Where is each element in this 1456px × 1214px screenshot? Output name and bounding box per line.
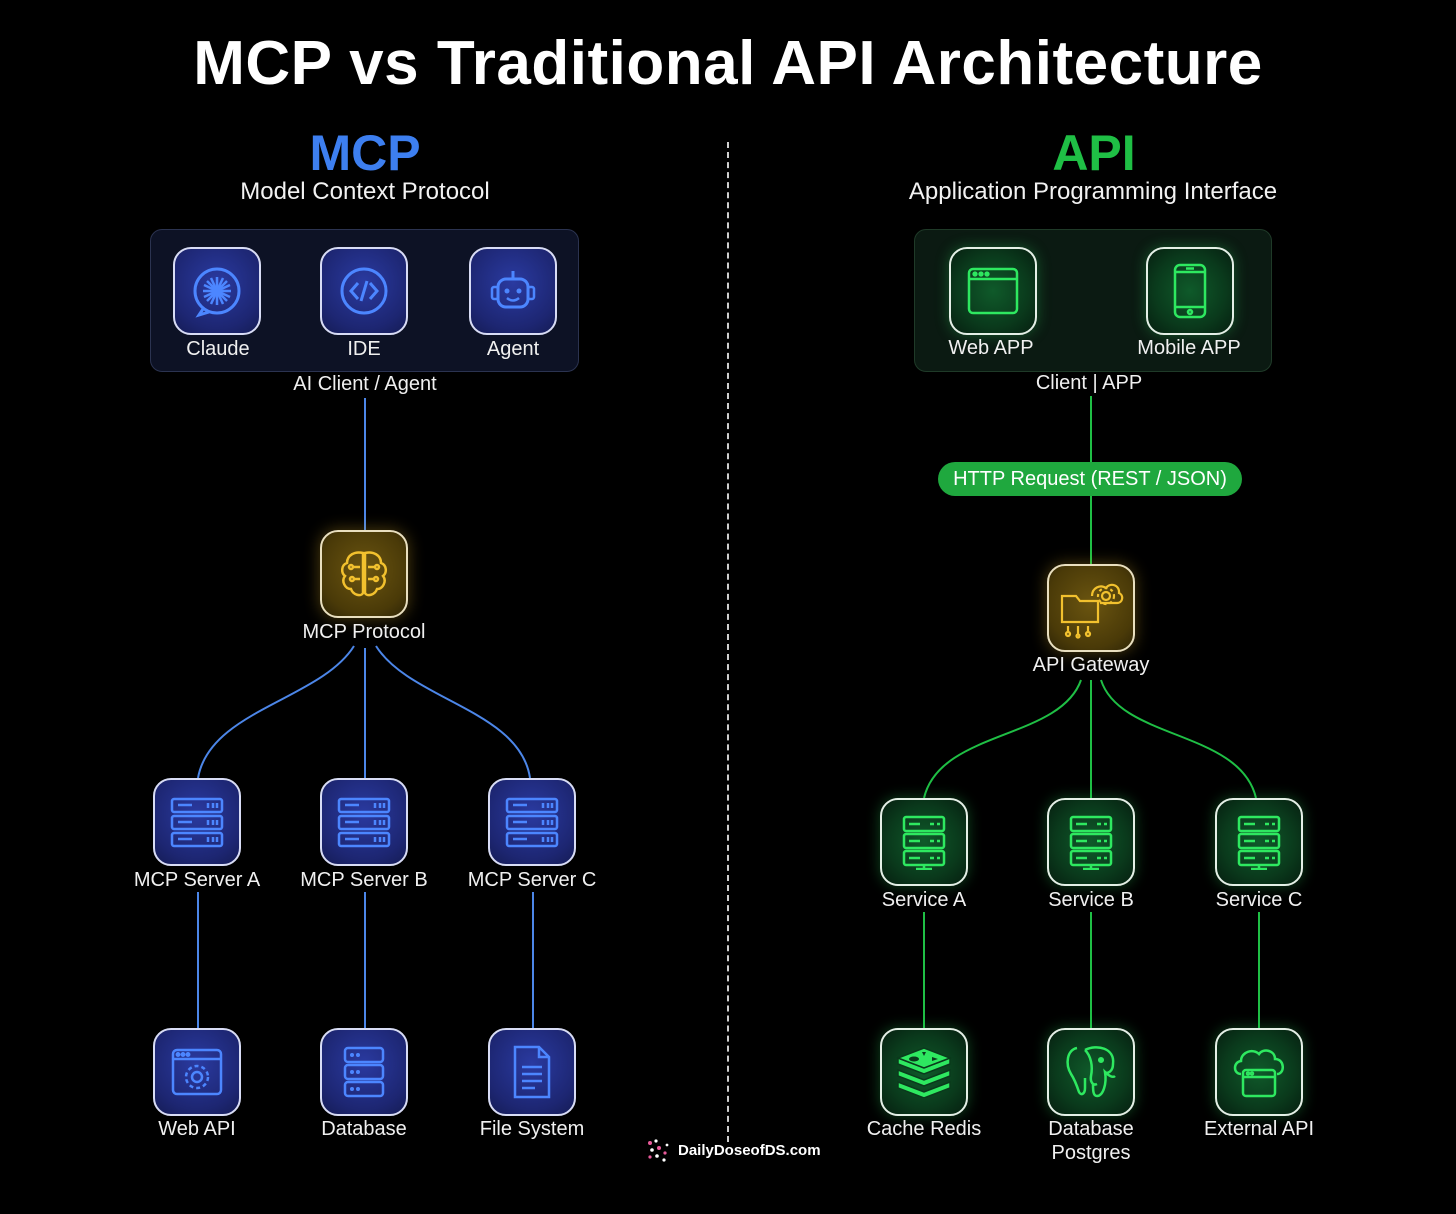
mcp-protocol-node <box>320 530 408 618</box>
browser-gear-icon <box>171 1048 223 1096</box>
mobile-app-label: Mobile APP <box>1137 337 1241 359</box>
server-icon <box>1069 815 1113 870</box>
mcp-server-c-label: MCP Server C <box>467 869 597 891</box>
page-title: MCP vs Traditional API Architecture <box>193 29 1263 98</box>
folder-cloud-gear-icon <box>1060 583 1124 639</box>
claude-starburst-icon <box>193 267 241 318</box>
web-api-label: Web API <box>158 1118 236 1140</box>
database-postgres-label: Database Postgres <box>1001 1117 1181 1165</box>
service-a-label: Service A <box>881 889 967 911</box>
ide-node <box>320 247 408 335</box>
mcp-protocol-to-server-a-line <box>197 645 355 779</box>
mcp-protocol-label: MCP Protocol <box>302 621 426 643</box>
mcp-client-group-label: AI Client / Agent <box>293 373 437 395</box>
api-heading: API <box>1052 125 1136 181</box>
server-icon <box>337 797 391 848</box>
mobile-phone-icon <box>1173 263 1207 319</box>
api-gateway-node <box>1047 564 1135 652</box>
mcp-heading: MCP <box>309 125 421 181</box>
server-icon <box>902 815 946 870</box>
database-postgres-label-line1: Database <box>1048 1118 1134 1140</box>
mcp-subheading: Model Context Protocol <box>240 178 490 205</box>
document-icon <box>513 1045 551 1099</box>
mcp-server-b-node <box>320 778 408 866</box>
brand-watermark: DailyDoseofDS.com <box>646 1136 846 1164</box>
api-gateway-label: API Gateway <box>1032 654 1150 676</box>
brand-text: DailyDoseofDS.com <box>678 1141 821 1159</box>
cloud-window-icon <box>1233 1049 1284 1098</box>
database-postgres-node <box>1047 1028 1135 1116</box>
mcp-server-a-node <box>153 778 241 866</box>
database-icon <box>343 1046 385 1098</box>
web-app-label: Web APP <box>948 337 1034 359</box>
service-c-node <box>1215 798 1303 886</box>
server-icon <box>1237 815 1281 870</box>
mcp-server-c-node <box>488 778 576 866</box>
web-app-node <box>949 247 1037 335</box>
api-subheading: Application Programming Interface <box>908 178 1278 205</box>
api-gateway-to-service-a-line <box>923 679 1082 799</box>
cache-redis-label: Cache Redis <box>866 1118 982 1140</box>
postgres-elephant-icon <box>1066 1046 1116 1098</box>
code-icon <box>340 267 388 315</box>
brand-logo-icon <box>648 1139 669 1162</box>
external-api-label: External API <box>1203 1118 1315 1140</box>
api-client-group-label: Client | APP <box>1035 372 1143 394</box>
api-connectors <box>923 396 1260 1028</box>
brain-circuit-icon <box>341 551 387 597</box>
cache-redis-node <box>880 1028 968 1116</box>
file-system-node <box>488 1028 576 1116</box>
database-postgres-label-line2: Postgres <box>1051 1142 1131 1164</box>
browser-window-icon <box>967 267 1019 315</box>
ide-label: IDE <box>347 338 381 360</box>
api-gateway-to-service-c-line <box>1100 679 1257 799</box>
agent-label: Agent <box>486 338 540 360</box>
claude-label: Claude <box>186 338 250 360</box>
server-icon <box>170 797 224 848</box>
http-request-pill: HTTP Request (REST / JSON) <box>938 462 1242 496</box>
service-c-label: Service C <box>1215 889 1303 911</box>
database-label: Database <box>321 1118 407 1140</box>
redis-icon <box>895 1047 953 1098</box>
mobile-app-node <box>1146 247 1234 335</box>
file-system-label: File System <box>479 1118 585 1140</box>
mcp-server-a-label: MCP Server A <box>133 869 261 891</box>
claude-node <box>173 247 261 335</box>
mcp-connectors <box>197 398 534 1028</box>
mcp-protocol-to-server-c-line <box>375 645 531 779</box>
external-api-node <box>1215 1028 1303 1116</box>
database-node <box>320 1028 408 1116</box>
robot-icon <box>490 271 536 309</box>
section-divider <box>727 142 729 1142</box>
server-icon <box>505 797 559 848</box>
agent-node <box>469 247 557 335</box>
service-b-node <box>1047 798 1135 886</box>
web-api-node <box>153 1028 241 1116</box>
service-a-node <box>880 798 968 886</box>
mcp-server-b-label: MCP Server B <box>300 869 428 891</box>
service-b-label: Service B <box>1048 889 1134 911</box>
